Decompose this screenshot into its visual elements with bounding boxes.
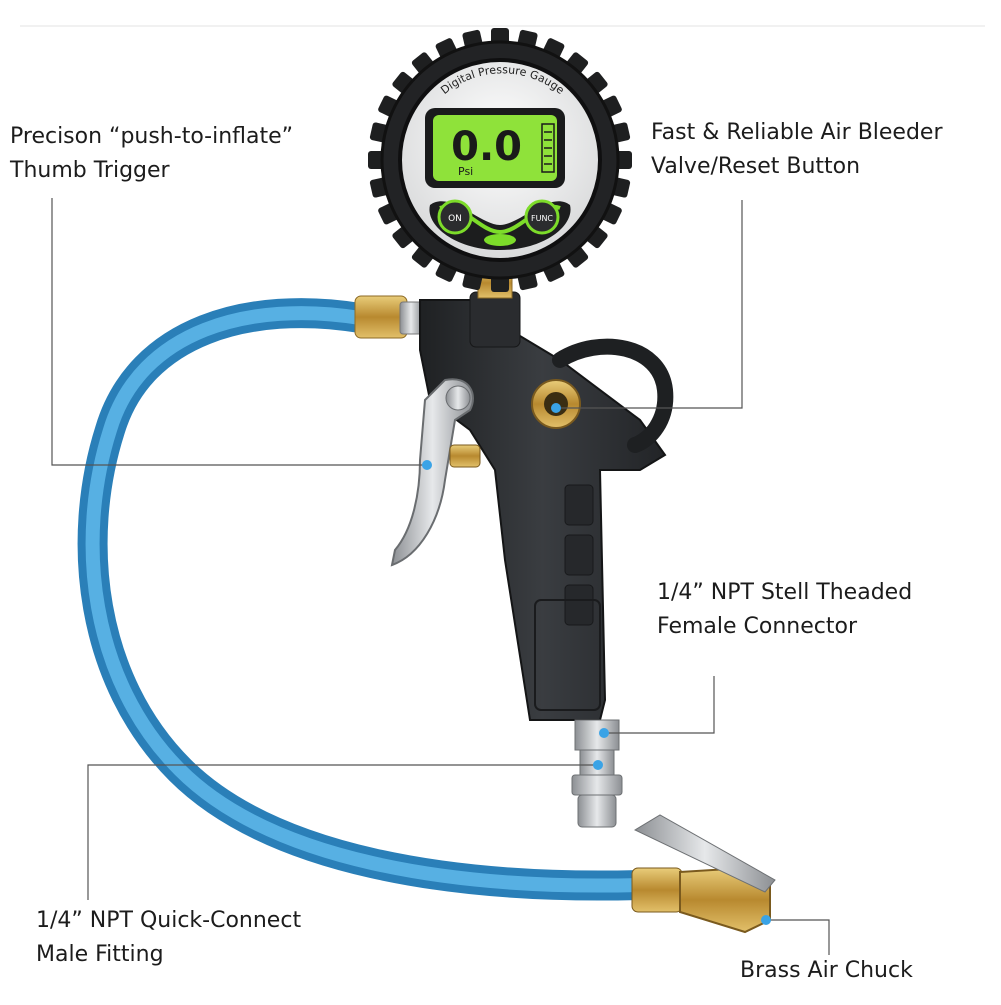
on-button[interactable]: ON: [437, 199, 473, 235]
hose-fitting-top: [354, 295, 423, 339]
callout-line: Precison “push-to-inflate”: [10, 124, 294, 149]
func-button[interactable]: FUNC: [524, 199, 560, 235]
air-chuck-dot: [761, 915, 771, 925]
lcd-screen: [433, 115, 557, 181]
battery-level-icon: [541, 123, 555, 173]
gun-body: [419, 267, 674, 721]
digital-pressure-gauge: Digital Pressure Gauge 0.0 Psi ON: [368, 28, 632, 292]
air-chuck-leader: [766, 919, 830, 955]
callout-line: Brass Air Chuck: [740, 958, 913, 983]
callout-line: Female Connector: [657, 614, 858, 639]
pressure-reading: 0.0: [451, 124, 522, 170]
func-button-label: FUNC: [531, 214, 553, 223]
trigger-leader: [51, 198, 427, 466]
thumb-trigger[interactable]: [390, 378, 481, 567]
leader-lines: [51, 198, 830, 955]
trigger-dot: [422, 460, 432, 470]
callout-brass-air-chuck: Brass Air Chuck: [740, 954, 913, 988]
leader-dots: [422, 403, 771, 925]
quick-connect-fitting: [571, 719, 623, 828]
brass-air-chuck: [631, 814, 776, 934]
female-connector-leader: [604, 676, 715, 734]
callout-female-connector: 1/4” NPT Stell Theaded Female Connector: [657, 576, 912, 644]
callout-thumb-trigger: Precison “push-to-inflate” Thumb Trigger: [10, 120, 293, 188]
on-button-label: ON: [448, 214, 462, 224]
male-fitting-dot: [593, 760, 603, 770]
callout-line: Thumb Trigger: [10, 158, 170, 183]
callout-line: 1/4” NPT Stell Theaded: [657, 580, 913, 605]
bleeder-leader: [556, 200, 743, 409]
pressure-unit: Psi: [458, 165, 473, 178]
air-hose: [77, 298, 655, 901]
callout-air-bleeder: Fast & Reliable Air Bleeder Valve/Reset …: [651, 116, 943, 184]
callout-line: Male Fitting: [36, 942, 164, 967]
callout-male-fitting: 1/4” NPT Quick-Connect Male Fitting: [36, 904, 301, 972]
callout-line: 1/4” NPT Quick-Connect: [36, 908, 302, 933]
male-fitting-leader: [87, 764, 598, 900]
bleeder-dot: [551, 403, 561, 413]
female-connector-dot: [599, 728, 609, 738]
callout-line: Valve/Reset Button: [651, 154, 861, 179]
callout-line: Fast & Reliable Air Bleeder: [651, 120, 943, 145]
